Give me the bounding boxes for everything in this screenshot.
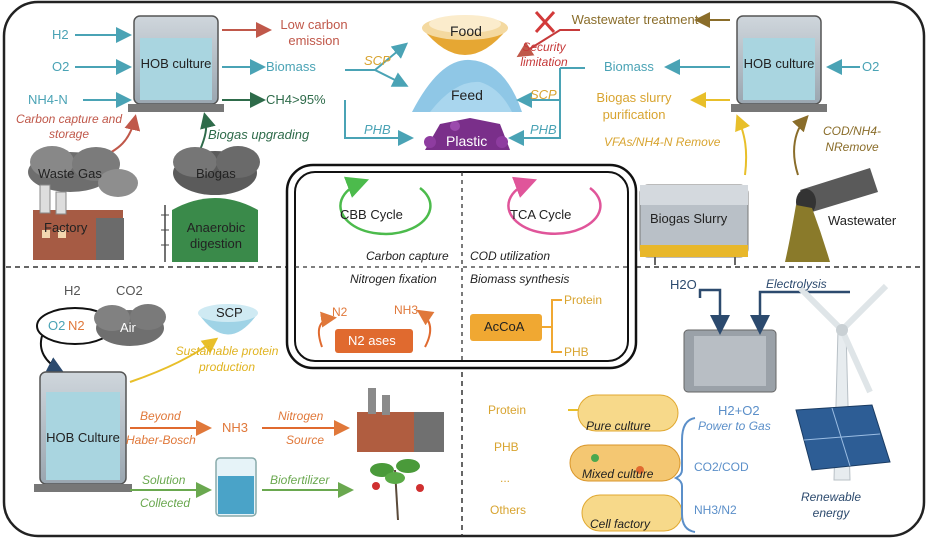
scp-bowl-icon xyxy=(198,304,258,335)
beyond-label: Beyond xyxy=(140,409,181,423)
accoa-label: AcCoA xyxy=(484,319,525,334)
n2-label: N2 xyxy=(332,305,348,319)
scp-left-label: SCP xyxy=(364,53,391,68)
solar-panel-icon xyxy=(795,404,891,471)
product-others: Others xyxy=(490,503,527,517)
input-nh4n: NH4-N xyxy=(28,92,68,107)
renewable-energy-label: Renewable energy xyxy=(800,490,862,520)
bl-co2: CO2 xyxy=(116,283,143,298)
product-ellipsis: ... xyxy=(500,471,511,485)
h2o-label: H2O xyxy=(670,277,697,292)
biofertilizer-label: Biofertilizer xyxy=(270,473,330,487)
nh3-n2-label: NH3/N2 xyxy=(694,503,737,517)
sustainable-protein: Sustainable protein production xyxy=(175,344,279,374)
pure-culture-capsule-icon xyxy=(577,394,679,432)
electrolyzer-icon xyxy=(683,329,777,393)
biomass-synthesis-label: Biomass synthesis xyxy=(470,272,570,286)
food-bowl-icon xyxy=(422,15,508,55)
cod-remove: COD/NH4-NRemove xyxy=(822,124,881,154)
factory-icon xyxy=(33,184,124,260)
biogas-slurry-label: Biogas Slurry xyxy=(650,211,728,226)
wastewater-label: Wastewater xyxy=(828,213,897,228)
bl-o2: O2 xyxy=(48,318,66,333)
haber-bosch-label: Haber-Bosch xyxy=(126,433,196,447)
biogas-slurry-purification: Biogas slurry purification xyxy=(596,90,672,122)
n2ases-label: N2 ases xyxy=(348,333,396,348)
product-protein: Protein xyxy=(488,403,527,417)
input-o2: O2 xyxy=(52,59,70,74)
air-label: Air xyxy=(120,320,136,335)
bl-n2: N2 xyxy=(68,318,85,333)
source-label: Source xyxy=(286,433,325,447)
cbb-cycle-label: CBB Cycle xyxy=(340,207,403,222)
collected-label: Collected xyxy=(140,496,191,510)
scp-bowl-label: SCP xyxy=(216,305,243,320)
nitrogen-fixation-label: Nitrogen fixation xyxy=(350,272,437,286)
mixed-culture-capsule-icon xyxy=(569,444,681,482)
wastewater-treatment: Wastewater treatment xyxy=(571,12,699,27)
biomass-right: Biomass xyxy=(604,59,654,74)
solution-label: Solution xyxy=(142,473,186,487)
phb-right-label: PHB xyxy=(530,122,557,137)
beaker-icon xyxy=(215,457,257,517)
hob-culture-bottom-label: HOB Culture xyxy=(46,430,120,445)
wastewater-pipe-icon xyxy=(785,168,878,262)
power-to-gas-label: Power to Gas xyxy=(698,419,771,433)
air-cloud-icon xyxy=(94,304,166,346)
protein-center-label: Protein xyxy=(564,293,603,307)
product-phb: PHB xyxy=(494,440,519,454)
tca-cycle-label: TCA Cycle xyxy=(510,207,572,222)
feed-pile-icon xyxy=(412,59,522,112)
phb-left-label: PHB xyxy=(364,122,391,137)
carbon-capture-label: Carbon capture xyxy=(366,249,449,263)
food-label: Food xyxy=(450,23,482,39)
biogas-label: Biogas xyxy=(196,166,236,181)
nitrogen-label: Nitrogen xyxy=(278,409,324,423)
biogas-upgrading: Biogas upgrading xyxy=(208,127,310,142)
output-biomass: Biomass xyxy=(266,59,316,74)
scp-right-label: SCP xyxy=(530,87,557,102)
nh3-label: NH3 xyxy=(394,303,419,317)
plant-icon xyxy=(370,459,424,521)
input-h2: H2 xyxy=(52,27,69,42)
hob-culture-label-right: HOB culture xyxy=(743,56,815,71)
biogas-slurry-tank-icon xyxy=(639,184,749,265)
phb-center-label: PHB xyxy=(564,345,589,359)
carbon-capture-storage: Carbon capture and storage xyxy=(15,112,123,141)
nitrogen-factory-icon xyxy=(357,388,444,452)
plastic-granules-icon xyxy=(424,118,510,150)
electrolysis-label: Electrolysis xyxy=(766,277,827,291)
feed-label: Feed xyxy=(451,87,483,103)
low-carbon-emission: Low carbon emission xyxy=(280,17,348,49)
mixed-culture-label: Mixed culture xyxy=(582,467,654,481)
nh3-bottom-label: NH3 xyxy=(222,420,249,435)
waste-gas-label: Waste Gas xyxy=(38,166,102,181)
co2-cod-label: CO2/COD xyxy=(694,460,749,474)
security-limitation: Security limitation xyxy=(520,40,568,69)
factory-label: Factory xyxy=(44,220,88,235)
pure-culture-label: Pure culture xyxy=(586,419,651,433)
cell-factory-label: Cell factory xyxy=(590,517,651,531)
h2o2-label: H2+O2 xyxy=(718,403,760,418)
security-x-icon xyxy=(534,10,556,34)
vfas-remove: VFAs/NH4-N Remove xyxy=(604,135,721,149)
bl-h2: H2 xyxy=(64,283,81,298)
output-ch4: CH4>95% xyxy=(266,92,326,107)
hob-culture-label-left: HOB culture xyxy=(140,56,212,71)
waste-gas-cloud-icon xyxy=(28,146,138,197)
o2-right: O2 xyxy=(862,59,880,74)
cod-utilization-label: COD utilization xyxy=(470,249,551,263)
anaerobic-digester-icon xyxy=(161,198,258,262)
plastic-label: Plastic xyxy=(446,133,488,149)
anaerobic-digestion-label: Anaerobic digestion xyxy=(186,220,246,252)
biogas-cloud-icon xyxy=(173,146,260,195)
